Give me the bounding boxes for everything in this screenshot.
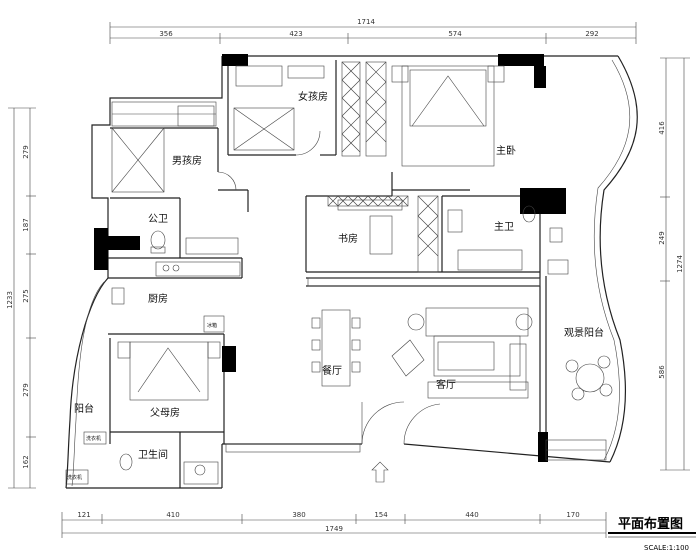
wardrobe-hatch — [365, 61, 387, 83]
label-laundry: 洗衣机 — [67, 474, 82, 481]
dim-bottom-3: 380 — [292, 511, 305, 519]
label-boy-room: 男孩房 — [172, 154, 202, 167]
furniture — [65, 65, 613, 485]
bottom-dimensions: 121 410 380 154 440 170 1749 — [61, 511, 607, 538]
drawing-scale: SCALE:1:100 — [644, 544, 689, 552]
dim-left-5: 162 — [22, 455, 30, 468]
wardrobe-hatch — [357, 195, 369, 207]
dim-left-4: 279 — [22, 383, 30, 396]
label-bathroom: 卫生间 — [138, 448, 168, 461]
label-balcony: 阳台 — [74, 402, 94, 415]
wardrobe-frame — [365, 61, 387, 157]
dim-bottom-6: 170 — [566, 511, 579, 519]
wardrobe-hatch — [417, 235, 439, 257]
dim-top-1: 356 — [159, 30, 173, 38]
wardrobes — [327, 61, 439, 273]
wardrobe-hatch — [347, 195, 359, 207]
wardrobe-hatch — [387, 195, 399, 207]
drawing-title: 平面布置图 — [618, 516, 683, 532]
title-block: 平面布置图 SCALE:1:100 — [608, 516, 696, 552]
wardrobe-hatch — [337, 195, 349, 207]
label-living: 客厅 — [436, 378, 456, 391]
dim-left-2: 187 — [22, 218, 30, 231]
wardrobe-frame — [327, 195, 409, 207]
label-view-balcony: 观景阳台 — [564, 326, 604, 339]
dim-left-total: 1233 — [6, 291, 14, 309]
wardrobe-hatch — [365, 101, 387, 123]
dim-right-3: 586 — [658, 365, 666, 379]
wardrobe-hatch — [365, 81, 387, 103]
right-dimensions: 416 249 586 1274 — [658, 57, 690, 471]
dim-right-1: 416 — [658, 121, 666, 135]
dim-left-3: 275 — [22, 289, 30, 302]
wardrobe-frame — [341, 61, 361, 157]
wardrobe-hatch — [341, 61, 361, 81]
dim-top-total: 1714 — [357, 18, 375, 26]
dim-bottom-2: 410 — [166, 511, 179, 519]
dim-top-4: 292 — [585, 30, 598, 38]
dim-bottom-5: 440 — [465, 511, 478, 519]
label-study: 书房 — [338, 232, 358, 245]
structural-columns — [94, 54, 566, 462]
wardrobe-hatch — [397, 195, 409, 207]
walls — [65, 55, 638, 489]
wardrobe-hatch — [365, 121, 387, 143]
label-girl-room: 女孩房 — [298, 90, 328, 103]
label-fridge: 冰箱 — [207, 322, 217, 329]
dim-left-1: 279 — [22, 145, 30, 158]
dim-bottom-4: 154 — [374, 511, 388, 519]
top-dimensions: 1714 356 423 574 292 — [109, 18, 637, 44]
label-parents-room: 父母房 — [150, 406, 180, 419]
wardrobe-hatch — [417, 195, 439, 217]
wardrobe-hatch — [341, 79, 361, 99]
label-master-bedroom: 主卧 — [496, 144, 516, 157]
label-dining: 餐厅 — [322, 364, 342, 377]
room-labels: 女孩房 主卧 男孩房 公卫 书房 主卫 厨房 冰箱 观景阳台 餐厅 客厅 阳台 … — [67, 90, 604, 481]
wardrobe-hatch — [367, 195, 379, 207]
dim-right-2: 249 — [658, 231, 666, 244]
wardrobe-hatch — [377, 195, 389, 207]
dim-top-3: 574 — [448, 30, 462, 38]
dim-right-total: 1274 — [676, 255, 684, 273]
windows — [111, 101, 607, 461]
wardrobe-hatch — [327, 195, 339, 207]
label-washer: 洗衣机 — [86, 435, 101, 442]
label-master-bath: 主卫 — [494, 221, 514, 233]
wardrobe-hatch — [341, 97, 361, 117]
dim-bottom-1: 121 — [77, 511, 90, 519]
label-public-bath: 公卫 — [148, 214, 168, 225]
dim-top-2: 423 — [289, 30, 302, 38]
wardrobe-hatch — [341, 133, 361, 153]
wardrobe-hatch — [341, 115, 361, 135]
wardrobe-frame — [417, 195, 439, 273]
label-kitchen: 厨房 — [148, 292, 168, 305]
wardrobe-hatch — [417, 215, 439, 237]
dim-bottom-total: 1749 — [325, 525, 343, 533]
left-dimensions: 1233 279 187 275 279 162 — [6, 107, 36, 489]
